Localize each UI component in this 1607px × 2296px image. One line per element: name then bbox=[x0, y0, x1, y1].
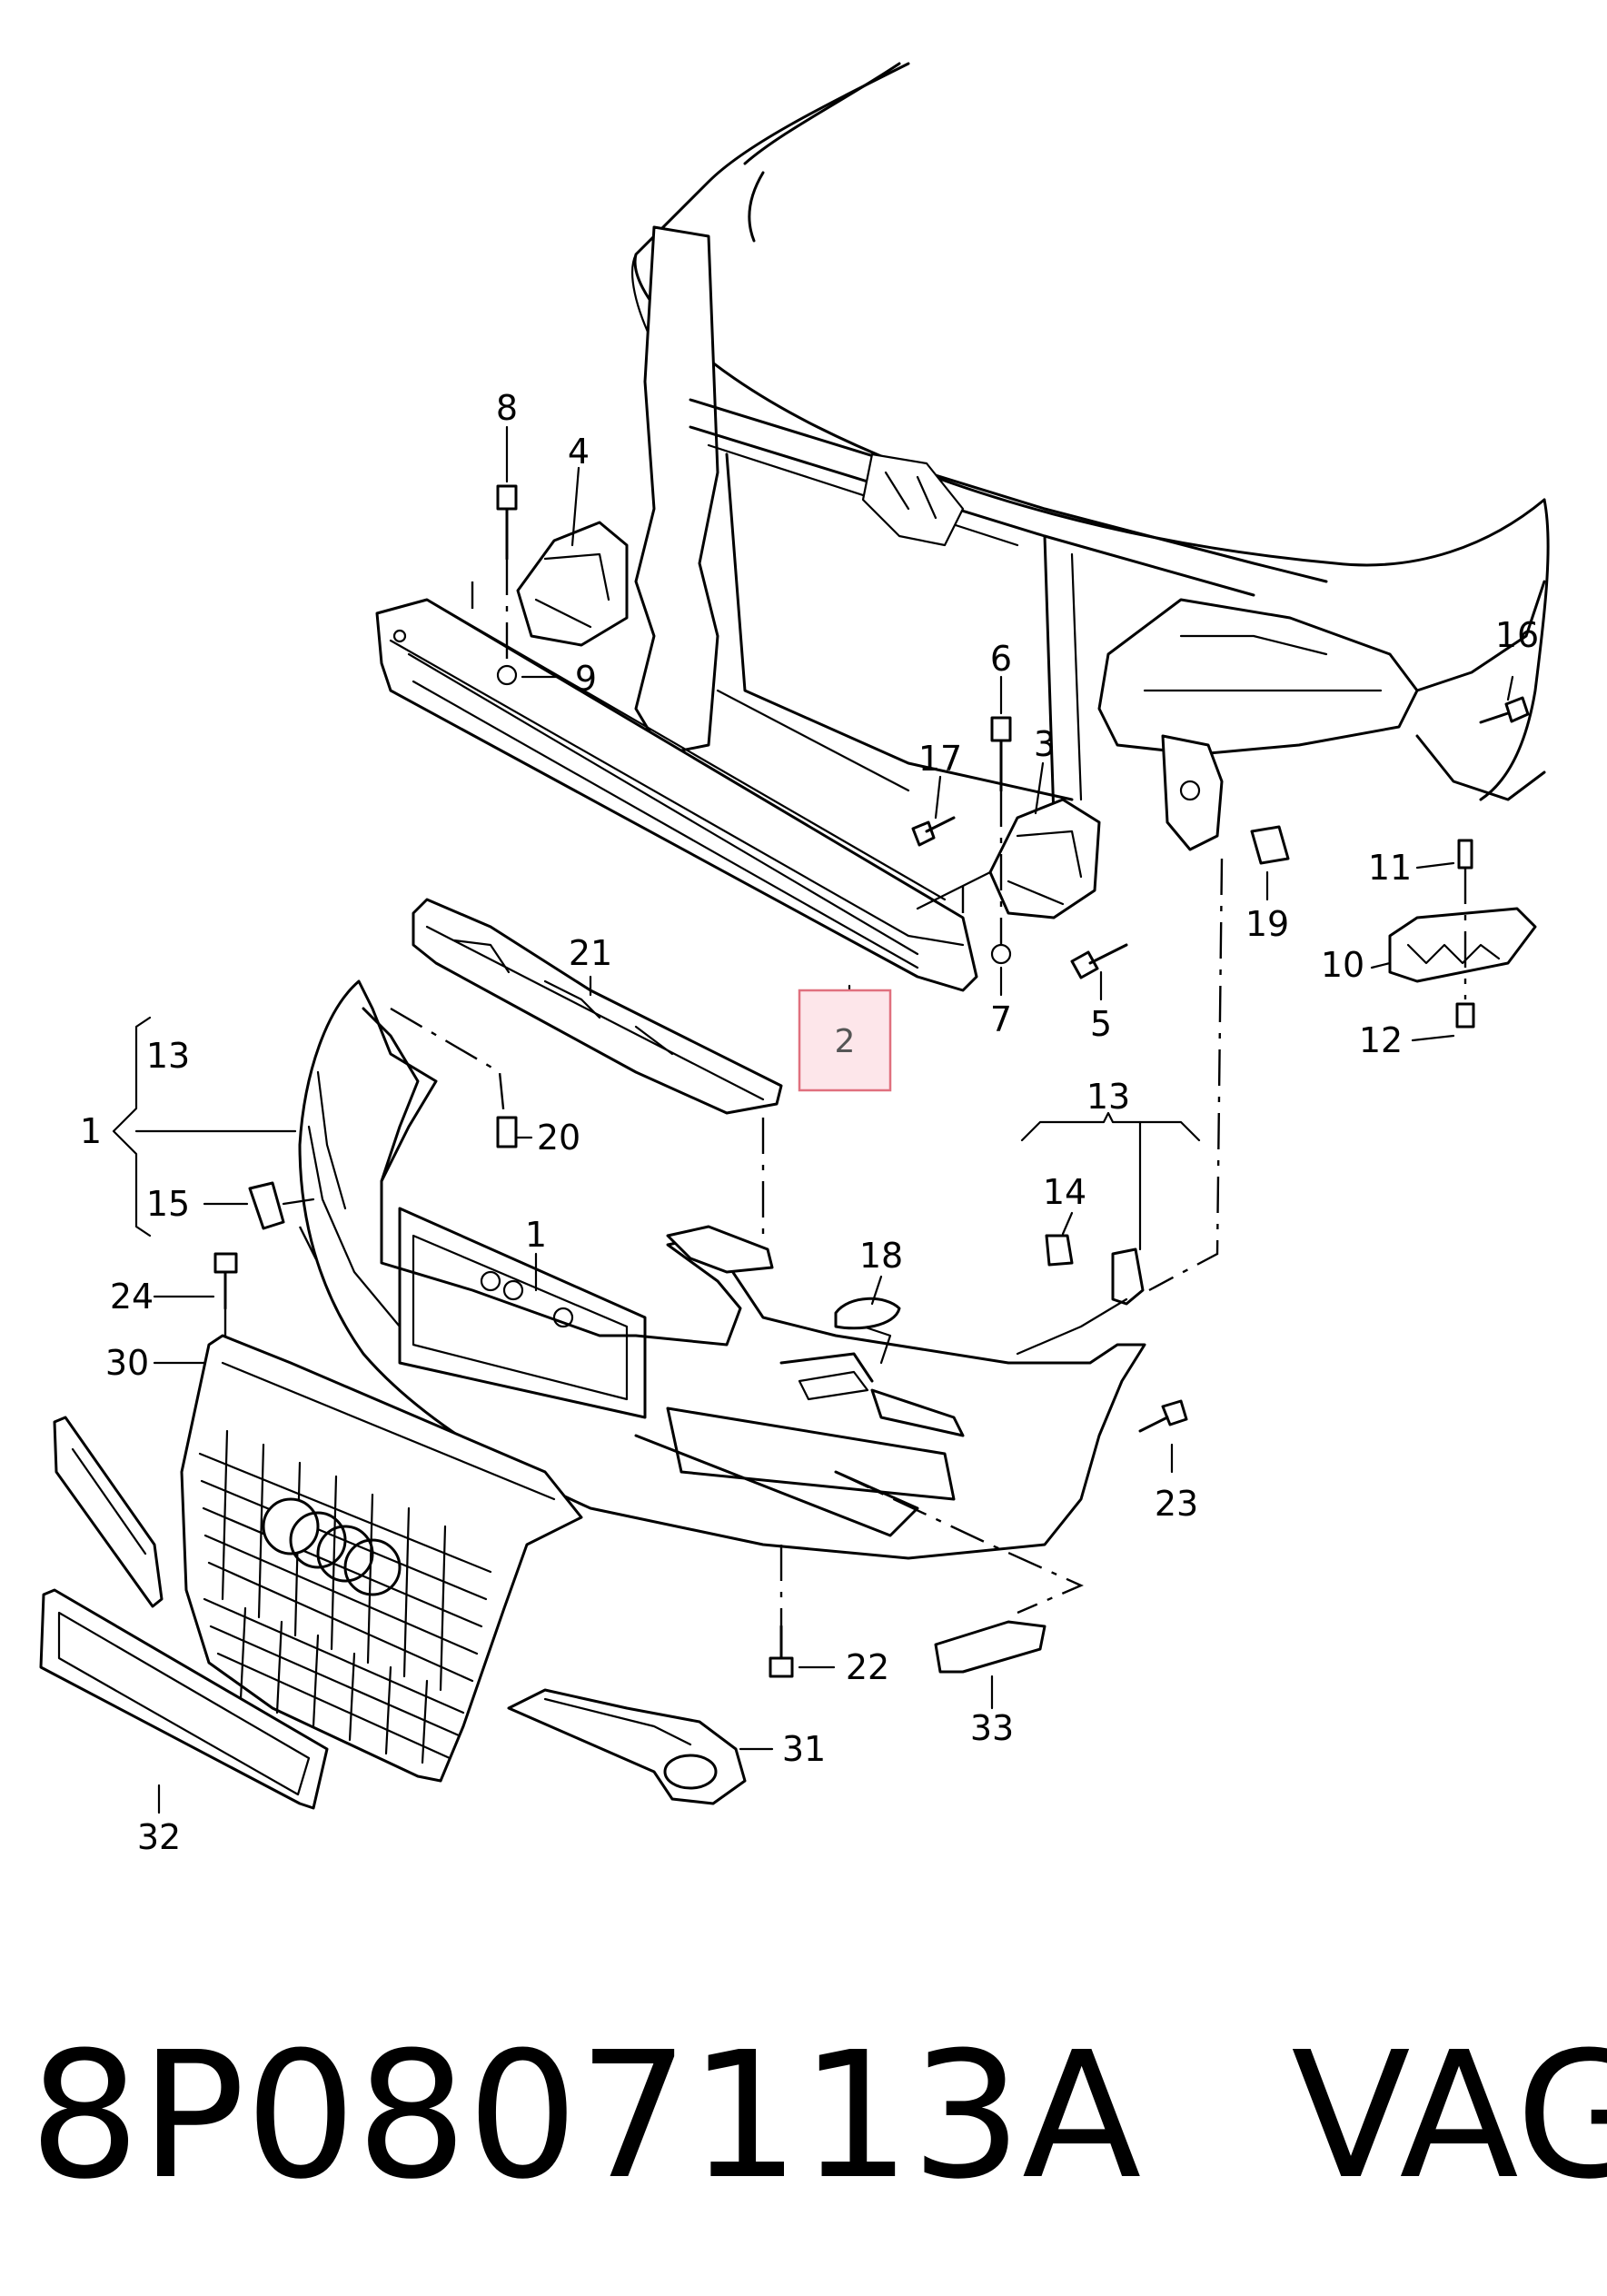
callout-1-center: 1 bbox=[525, 1215, 547, 1255]
brand-name: VAG bbox=[1291, 2015, 1607, 2218]
car-body-outline bbox=[630, 62, 1550, 851]
callout-13-right: 13 bbox=[1086, 1077, 1130, 1117]
callout-5: 5 bbox=[1090, 1004, 1112, 1044]
screw-23 bbox=[1138, 1399, 1188, 1433]
callout-14: 14 bbox=[1043, 1172, 1086, 1212]
left-mount-bracket bbox=[471, 521, 629, 647]
clip-14 bbox=[1045, 1234, 1074, 1267]
callout-17: 17 bbox=[918, 739, 962, 779]
callout-23: 23 bbox=[1155, 1484, 1198, 1524]
washer-cap-18 bbox=[834, 1297, 901, 1330]
screw-16 bbox=[1479, 696, 1530, 724]
bolt-6-assembly bbox=[990, 716, 1012, 965]
callout-4: 4 bbox=[568, 432, 590, 472]
side-bracket-13 bbox=[1016, 1247, 1145, 1356]
callout-16: 16 bbox=[1495, 615, 1539, 655]
license-plate-holder bbox=[39, 1588, 329, 1810]
bolt-5 bbox=[1070, 943, 1128, 979]
side-guide-bracket bbox=[1388, 839, 1537, 1029]
radiator-grille bbox=[180, 1334, 583, 1783]
leader-lines bbox=[112, 425, 1514, 1814]
clip-19 bbox=[1148, 825, 1290, 1292]
callout-21: 21 bbox=[569, 933, 612, 973]
callout-32: 32 bbox=[137, 1817, 181, 1857]
callout-12: 12 bbox=[1359, 1020, 1403, 1060]
right-mount-bracket bbox=[916, 798, 1101, 919]
fog-lamp-grille bbox=[507, 1688, 747, 1805]
screw-22 bbox=[769, 1545, 794, 1678]
audi-rings-emblem bbox=[262, 1497, 402, 1596]
callout-33: 33 bbox=[970, 1708, 1014, 1748]
callout-6: 6 bbox=[990, 639, 1012, 679]
callout-8: 8 bbox=[496, 388, 518, 428]
callout-1-left: 1 bbox=[80, 1111, 102, 1151]
clip-20 bbox=[496, 1116, 518, 1148]
callout-15: 15 bbox=[146, 1184, 190, 1224]
screw-24 bbox=[213, 1252, 238, 1345]
tow-eye-cover-15 bbox=[248, 1181, 320, 1264]
callout-18: 18 bbox=[859, 1236, 903, 1276]
grille-side-trim bbox=[53, 1416, 164, 1608]
bumper-reinforcement-beam bbox=[375, 598, 978, 992]
callout-labels: 8 4 9 6 3 17 7 5 16 11 10 12 19 21 2 13 … bbox=[80, 388, 1539, 1857]
part-number: 8P0807113A bbox=[29, 2015, 1142, 2218]
callout-2: 2 bbox=[835, 1023, 856, 1060]
callout-11: 11 bbox=[1368, 848, 1412, 888]
bumper-cover bbox=[298, 979, 1146, 1560]
callout-22: 22 bbox=[846, 1647, 889, 1687]
bolt-8-assembly bbox=[496, 484, 518, 686]
callout-7: 7 bbox=[990, 999, 1012, 1039]
grille-lower-mesh bbox=[203, 1597, 465, 1764]
callout-20: 20 bbox=[537, 1118, 580, 1158]
bolt-17 bbox=[911, 816, 956, 847]
callout-13-left: 13 bbox=[146, 1036, 190, 1076]
bumper-upper-guide bbox=[390, 898, 783, 1236]
callout-31: 31 bbox=[782, 1729, 826, 1769]
callout-19: 19 bbox=[1245, 904, 1289, 944]
highlight-box bbox=[798, 989, 892, 1092]
fog-lamp-cover-33 bbox=[835, 1470, 1084, 1674]
callout-24: 24 bbox=[110, 1277, 154, 1317]
callout-9: 9 bbox=[575, 659, 597, 699]
callout-3: 3 bbox=[1034, 724, 1056, 764]
callout-30: 30 bbox=[105, 1343, 149, 1383]
callout-10: 10 bbox=[1321, 945, 1364, 985]
